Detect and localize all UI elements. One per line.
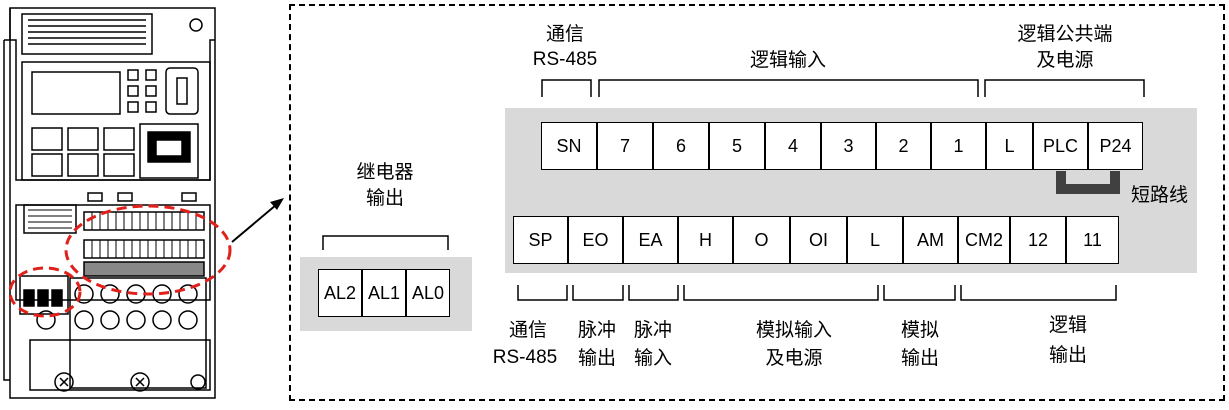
pulse-in-label-line1: 脉冲 — [633, 319, 672, 341]
terminal-o: O — [733, 216, 790, 264]
pulse-out-label-line2: 输出 — [577, 347, 616, 369]
bottom-comm-label-line2: RS-485 — [492, 347, 558, 368]
analog-in-label-line1: 模拟输入 — [755, 319, 832, 341]
terminal-l-bottom: L — [847, 216, 903, 264]
terminal-cm2: CM2 — [958, 216, 1010, 264]
terminal-ea: EA — [623, 216, 678, 264]
terminal-5: 5 — [709, 122, 765, 170]
inverter-illustration — [3, 7, 284, 399]
analog-out-label-line1: 模拟 — [900, 319, 939, 341]
logic-input-label: 逻辑输入 — [749, 49, 826, 71]
analog-out-label-line2: 输出 — [900, 347, 939, 369]
common-label-line1: 逻辑公共端 — [1017, 23, 1113, 45]
relay-label-line2: 输出 — [365, 187, 404, 209]
terminal-7: 7 — [597, 122, 653, 170]
terminal-l-top: L — [986, 122, 1033, 170]
terminal-h: H — [678, 216, 733, 264]
terminal-sn: SN — [541, 122, 597, 170]
terminal-al0: AL0 — [406, 269, 450, 317]
terminal-4: 4 — [765, 122, 821, 170]
comm-label-line2: RS-485 — [532, 49, 598, 70]
terminal-3: 3 — [821, 122, 876, 170]
terminal-sp: SP — [513, 216, 568, 264]
common-label-line2: 及电源 — [1036, 49, 1094, 71]
terminal-6: 6 — [653, 122, 709, 170]
terminal-12: 12 — [1010, 216, 1066, 264]
terminal-11: 11 — [1066, 216, 1119, 264]
terminal-am: AM — [903, 216, 958, 264]
logic-out-label-line2: 输出 — [1048, 344, 1087, 366]
pulse-in-label-line2: 输入 — [633, 347, 672, 369]
short-bar-label: 短路线 — [1131, 184, 1189, 206]
terminal-1: 1 — [931, 122, 986, 170]
terminal-plc: PLC — [1033, 122, 1088, 170]
terminal-2: 2 — [876, 122, 931, 170]
bottom-comm-label-line1: 通信 — [508, 319, 547, 341]
terminal-detail-frame — [289, 4, 1225, 401]
analog-in-label-line2: 及电源 — [765, 347, 823, 369]
terminal-al1: AL1 — [362, 269, 406, 317]
comm-label-line1: 通信 — [545, 23, 584, 45]
relay-label-line1: 继电器 — [356, 161, 414, 183]
terminal-al2: AL2 — [318, 269, 362, 317]
terminal-eo: EO — [568, 216, 623, 264]
pulse-out-label-line1: 脉冲 — [577, 319, 616, 341]
terminal-p24: P24 — [1088, 122, 1143, 170]
logic-out-label-line1: 逻辑 — [1048, 314, 1087, 336]
terminal-oi: OI — [790, 216, 847, 264]
